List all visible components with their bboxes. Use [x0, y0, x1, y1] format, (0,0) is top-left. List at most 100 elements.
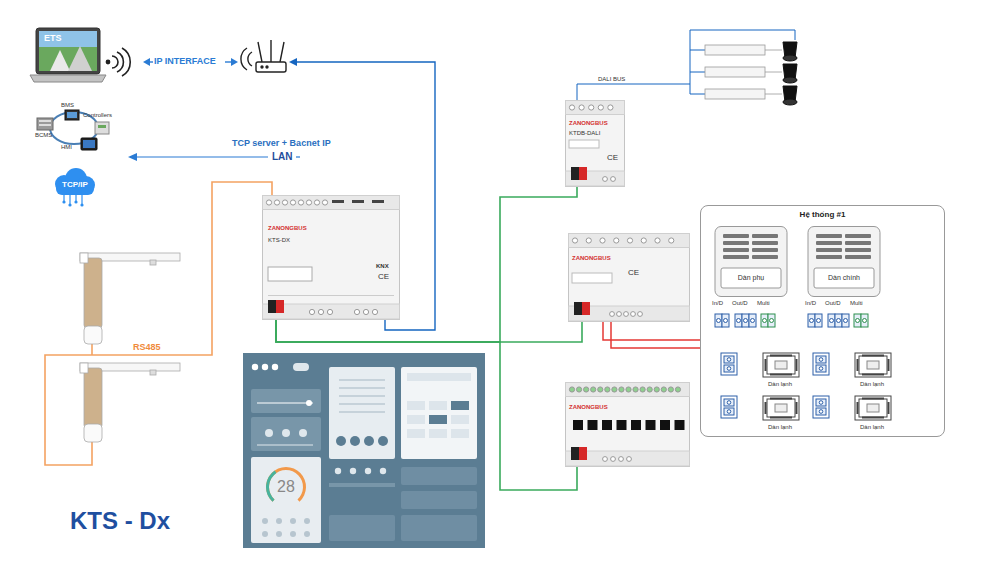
terminal-label: Multi	[850, 300, 863, 306]
dali-gateway-shape	[566, 101, 625, 187]
switch-actuator-shape	[605, 387, 610, 392]
kts-dx-server-shape	[352, 200, 364, 203]
terminal-label: Out/D	[732, 300, 748, 306]
dali-driver	[705, 45, 782, 99]
terminal-label: Out/D	[825, 300, 841, 306]
outdoor-unit-shape	[752, 248, 778, 252]
outdoor-unit-shape	[854, 314, 861, 327]
downlight	[783, 42, 797, 105]
indoor-unit-shape	[855, 353, 891, 377]
indoor-unit-shape	[770, 417, 792, 419]
downlight	[783, 99, 797, 105]
outdoor-unit-shape	[715, 227, 787, 297]
dali-driver	[705, 45, 765, 55]
touch-panel-ui-shape	[365, 468, 371, 474]
kts-dx-server-shape	[274, 200, 279, 205]
touch-panel-ui-shape	[429, 429, 447, 438]
laptop-ets-shape	[39, 31, 97, 71]
outdoor-unit-shape	[816, 255, 842, 259]
tcp-ip-cloud-shape	[75, 195, 76, 201]
switch-actuator-shape	[598, 387, 603, 392]
outdoor-unit-shape	[749, 314, 756, 327]
node-text: Controllers	[83, 112, 112, 118]
dali-gateway-shape	[589, 105, 594, 110]
wifi-router	[266, 66, 268, 68]
indoor-unit: Dàn lạnh	[719, 351, 807, 391]
outdoor-unit: Dàn phụ	[711, 226, 791, 334]
indoor-unit-shape	[816, 356, 826, 363]
indoor-unit: Dàn lạnh	[811, 394, 899, 434]
indoor-unit-shape	[727, 410, 731, 414]
outdoor-unit-shape	[763, 319, 767, 323]
node-text: ZANONGBUS	[572, 255, 611, 261]
touch-panel-ui: 28	[243, 353, 485, 548]
wifi-router	[256, 62, 286, 72]
dali-gateway-shape	[608, 105, 613, 110]
tcp-ip-cloud-shape	[69, 195, 70, 204]
touch-panel-ui-shape	[336, 436, 346, 446]
rs485-line	[45, 182, 272, 465]
node-text: HMI	[61, 144, 72, 150]
touch-panel-ui-shape	[401, 515, 477, 541]
wifi-router	[248, 52, 252, 66]
outdoor-unit-shape	[861, 314, 868, 327]
kts-dx-server-shape	[263, 196, 400, 320]
indoor-unit-shape	[813, 396, 829, 418]
bms-icon-shape	[39, 124, 51, 126]
rs485-line	[45, 182, 272, 465]
indoor-unit-shape	[796, 359, 798, 371]
indoor-unit-shape	[724, 365, 734, 372]
indoor-unit-shape	[721, 396, 737, 418]
indoor-unit-shape	[763, 396, 799, 420]
indoor-unit-shape	[727, 367, 731, 371]
touch-panel-ui-shape	[451, 415, 469, 424]
touch-panel-ui-shape	[262, 531, 268, 537]
touch-panel-ui-shape	[407, 401, 425, 410]
node-text: TCP/IP	[50, 181, 100, 189]
bms-icon-shape	[83, 140, 95, 148]
node-text: CE	[607, 154, 618, 162]
wifi-router	[241, 40, 286, 72]
laptop-ets-shape	[30, 75, 106, 82]
touch-panel-ui-shape	[350, 436, 360, 446]
node-text: ETS	[44, 34, 62, 43]
touch-panel-ui-shape	[401, 367, 477, 459]
bms-icon-shape	[81, 138, 97, 150]
outdoor-unit-shape	[828, 314, 835, 327]
kts-dx-server-shape	[318, 309, 323, 314]
indoor-unit-shape	[862, 374, 884, 376]
indoor-unit-shape	[811, 394, 899, 434]
touch-panel-ui-shape	[290, 518, 296, 524]
kts-dx-server-shape	[276, 300, 284, 313]
ip-interface-arrow	[143, 58, 238, 66]
bus-label: RS485	[133, 343, 161, 352]
diagram-title: KTS - Dx	[70, 509, 170, 533]
laptop-ets-shape	[36, 28, 100, 74]
indoor-unit: Dàn lạnh	[719, 394, 807, 434]
kts-dx-server-shape	[327, 309, 332, 314]
switch-actuator-shape	[626, 387, 631, 392]
hvac-gateway-shape	[574, 302, 582, 315]
lan-arrow	[128, 153, 137, 161]
outdoor-unit-shape	[837, 319, 841, 323]
curtain-motor	[84, 424, 102, 442]
switch-actuator-shape	[647, 387, 652, 392]
dali-bus-line	[690, 72, 705, 73]
touch-panel-ui-shape	[380, 468, 386, 474]
indoor-unit-shape	[867, 361, 879, 369]
kts-dx-server-shape	[268, 267, 312, 281]
kts-dx-server-shape	[309, 309, 314, 314]
kts-dx-server-shape	[363, 309, 368, 314]
bms-icon-shape	[67, 112, 77, 118]
dali-gateway-shape	[569, 105, 574, 110]
bus-label: LAN	[272, 152, 293, 162]
touch-panel-ui-shape	[257, 445, 313, 446]
switch-actuator-shape	[588, 420, 598, 430]
indoor-unit-shape	[724, 399, 734, 406]
switch-actuator-shape	[617, 420, 627, 430]
indoor-unit-shape	[862, 417, 884, 419]
switch-actuator-shape	[611, 457, 616, 462]
indoor-unit-shape	[811, 351, 899, 391]
tcp-ip-cloud-shape	[68, 203, 71, 206]
dali-gateway-shape	[598, 105, 603, 110]
